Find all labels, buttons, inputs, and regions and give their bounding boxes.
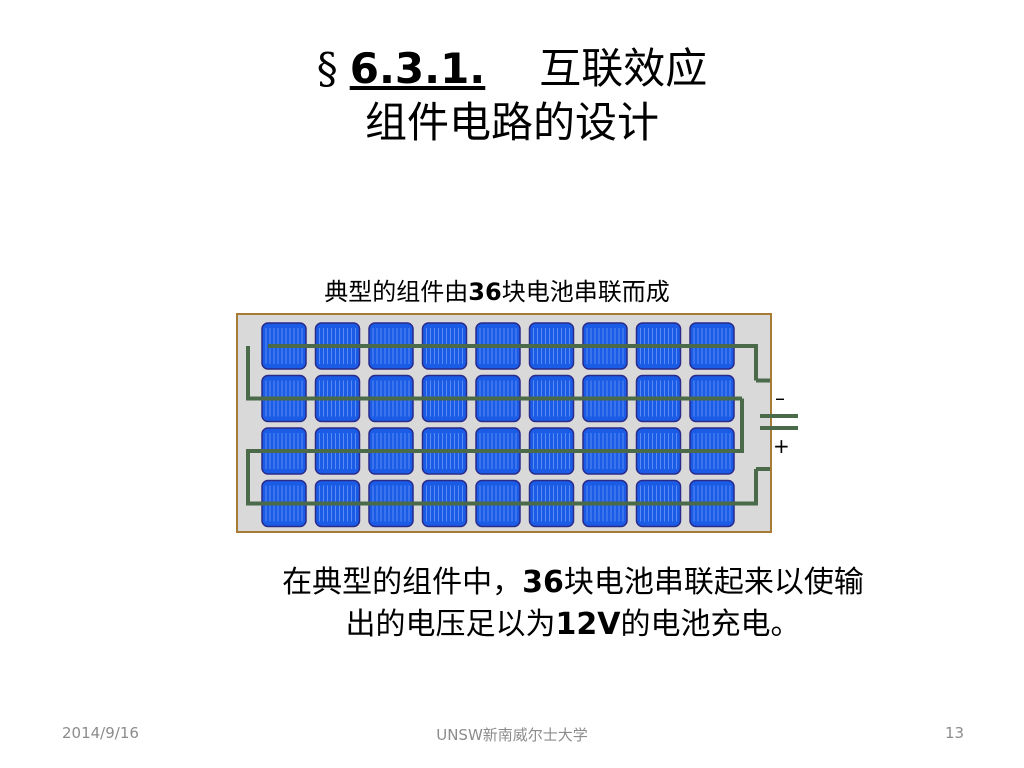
module-svg (246, 322, 770, 528)
series-wire (246, 346, 268, 401)
section-number: 6.3.1. (349, 44, 486, 93)
series-wire (268, 398, 744, 453)
description-line-1: 在典型的组件中，36块电池串联起来以使输 (0, 562, 1024, 604)
desc2-after: 的电池充电。 (620, 607, 801, 642)
series-wire (268, 469, 758, 506)
terminal-leads (760, 414, 798, 430)
positive-terminal: + (773, 434, 790, 458)
section-mark: § (316, 44, 338, 93)
desc1-number: 36 (522, 565, 564, 600)
description-line-2: 出的电压足以为12V的电池充电。 (0, 604, 1024, 646)
caption-after: 块电池串联而成 (501, 278, 670, 306)
diagram-caption: 典型的组件由36块电池串联而成 (0, 272, 994, 307)
desc2-before: 出的电压足以为 (345, 607, 556, 642)
title-line-1: §6.3.1. 互联效应 (0, 42, 1024, 96)
description: 在典型的组件中，36块电池串联起来以使输 出的电压足以为12V的电池充电。 (0, 562, 1024, 646)
series-wire (246, 449, 268, 506)
series-wire (268, 344, 758, 381)
caption-number: 36 (468, 278, 502, 306)
desc1-before: 在典型的组件中， (282, 565, 523, 600)
negative-terminal: – (775, 386, 785, 410)
caption-before: 典型的组件由 (324, 278, 469, 306)
footer-page-number: 13 (945, 724, 965, 742)
desc1-after: 块电池串联起来以使输 (563, 565, 864, 600)
title-line-2: 组件电路的设计 (364, 98, 659, 147)
footer-source: UNSW新南威尔士大学 (436, 726, 588, 744)
section-heading: 互联效应 (539, 44, 708, 93)
solar-module-diagram (236, 313, 772, 533)
footer-date: 2014/9/16 (62, 724, 139, 742)
slide-title: §6.3.1. 互联效应 组件电路的设计 (0, 42, 1024, 150)
desc2-number: 12V (555, 607, 621, 642)
